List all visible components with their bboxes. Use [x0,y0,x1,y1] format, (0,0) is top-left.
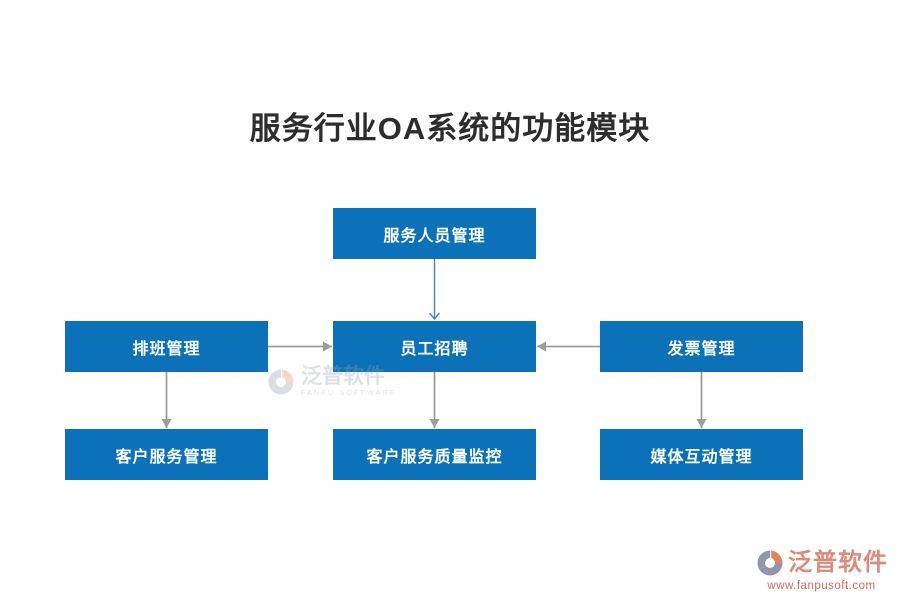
footer-brand-url: www.fanpusoft.com [767,580,876,592]
node-invoice: 发票管理 [600,321,803,372]
node-label: 排班管理 [132,340,201,358]
node-scheduling: 排班管理 [65,321,268,372]
node-label: 发票管理 [667,340,736,358]
node-label: 媒体互动管理 [650,448,753,466]
node-label: 员工招聘 [400,340,469,358]
center-watermark: 泛普软件 FANPU SOFTWARE [266,366,397,397]
node-label: 服务人员管理 [383,227,486,245]
node-service-staff: 服务人员管理 [333,208,536,259]
node-quality-monitor: 客户服务质量监控 [333,429,536,480]
node-recruitment: 员工招聘 [333,321,536,372]
node-media-interaction: 媒体互动管理 [600,429,803,480]
watermark-subtext: FANPU SOFTWARE [301,390,397,397]
node-label: 客户服务管理 [115,448,218,466]
fanpu-logo-icon [757,550,783,576]
watermark-brand-text: 泛普软件 [301,365,385,388]
node-customer-service: 客户服务管理 [65,429,268,480]
footer-brand-text: 泛普软件 [788,549,888,576]
page-title: 服务行业OA系统的功能模块 [249,111,651,146]
node-label: 客户服务质量监控 [366,448,503,466]
fanpu-logo-icon [268,369,294,394]
footer-brand: 泛普软件 www.fanpusoft.com [755,548,888,592]
